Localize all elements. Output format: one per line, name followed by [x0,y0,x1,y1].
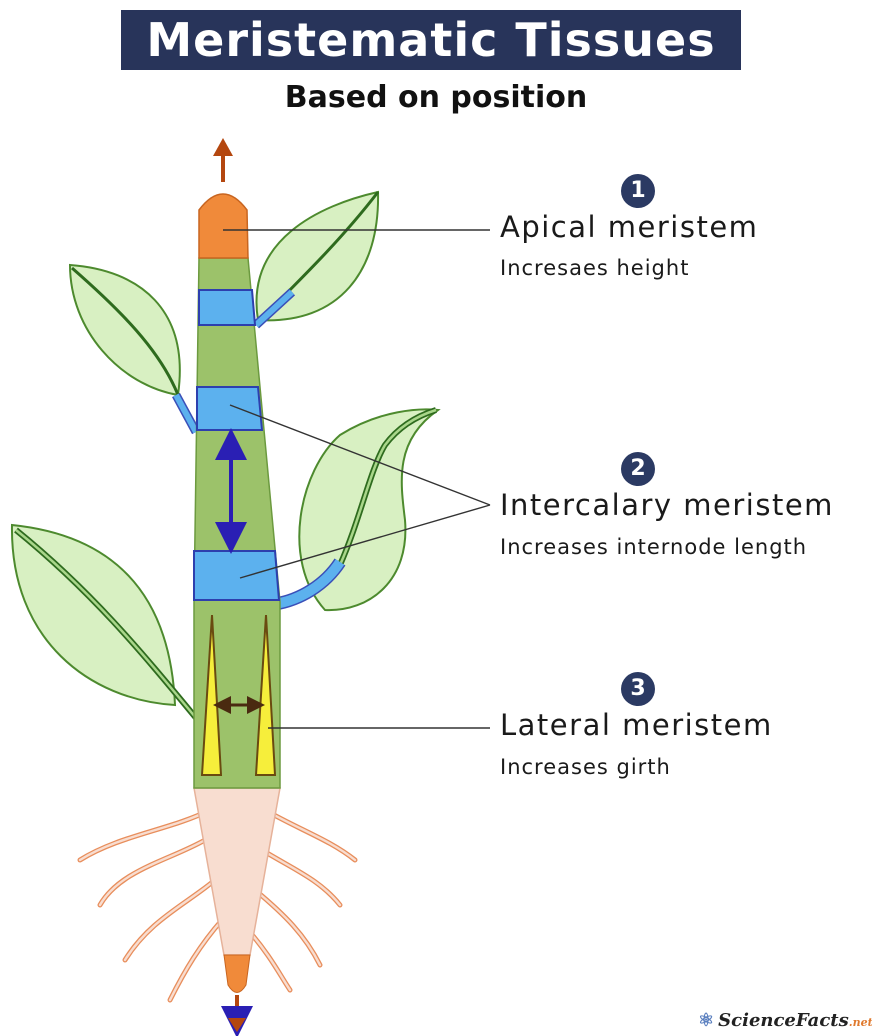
lateral-label: Lateral meristem [500,708,773,742]
badge-3: 3 [621,672,655,706]
logo-text: ScienceFacts [718,1010,849,1031]
logo-suffix: .net [849,1016,872,1029]
leaf-top-left [70,265,196,432]
apical-desc: Incresaes height [500,256,689,280]
intercalary-band-1 [199,290,255,325]
lateral-desc: Increases girth [500,755,671,779]
badge-1: 1 [621,174,655,208]
root-body [194,788,280,955]
root-tip [224,955,250,993]
intercalary-band-2 [197,387,262,430]
apical-label: Apical meristem [500,210,758,244]
leaf-bottom-left [12,525,196,718]
badge-2: 2 [621,452,655,486]
apical-tip [199,194,248,258]
leaf-mid-right [275,409,438,610]
sciencefacts-logo: ⚛ScienceFacts.net [698,1010,868,1034]
intercalary-band-3 [194,551,279,600]
atom-icon: ⚛ [698,1010,714,1031]
leaf-top-right [256,192,378,325]
intercalary-desc: Increases internode length [500,535,807,559]
intercalary-label: Intercalary meristem [500,488,834,522]
